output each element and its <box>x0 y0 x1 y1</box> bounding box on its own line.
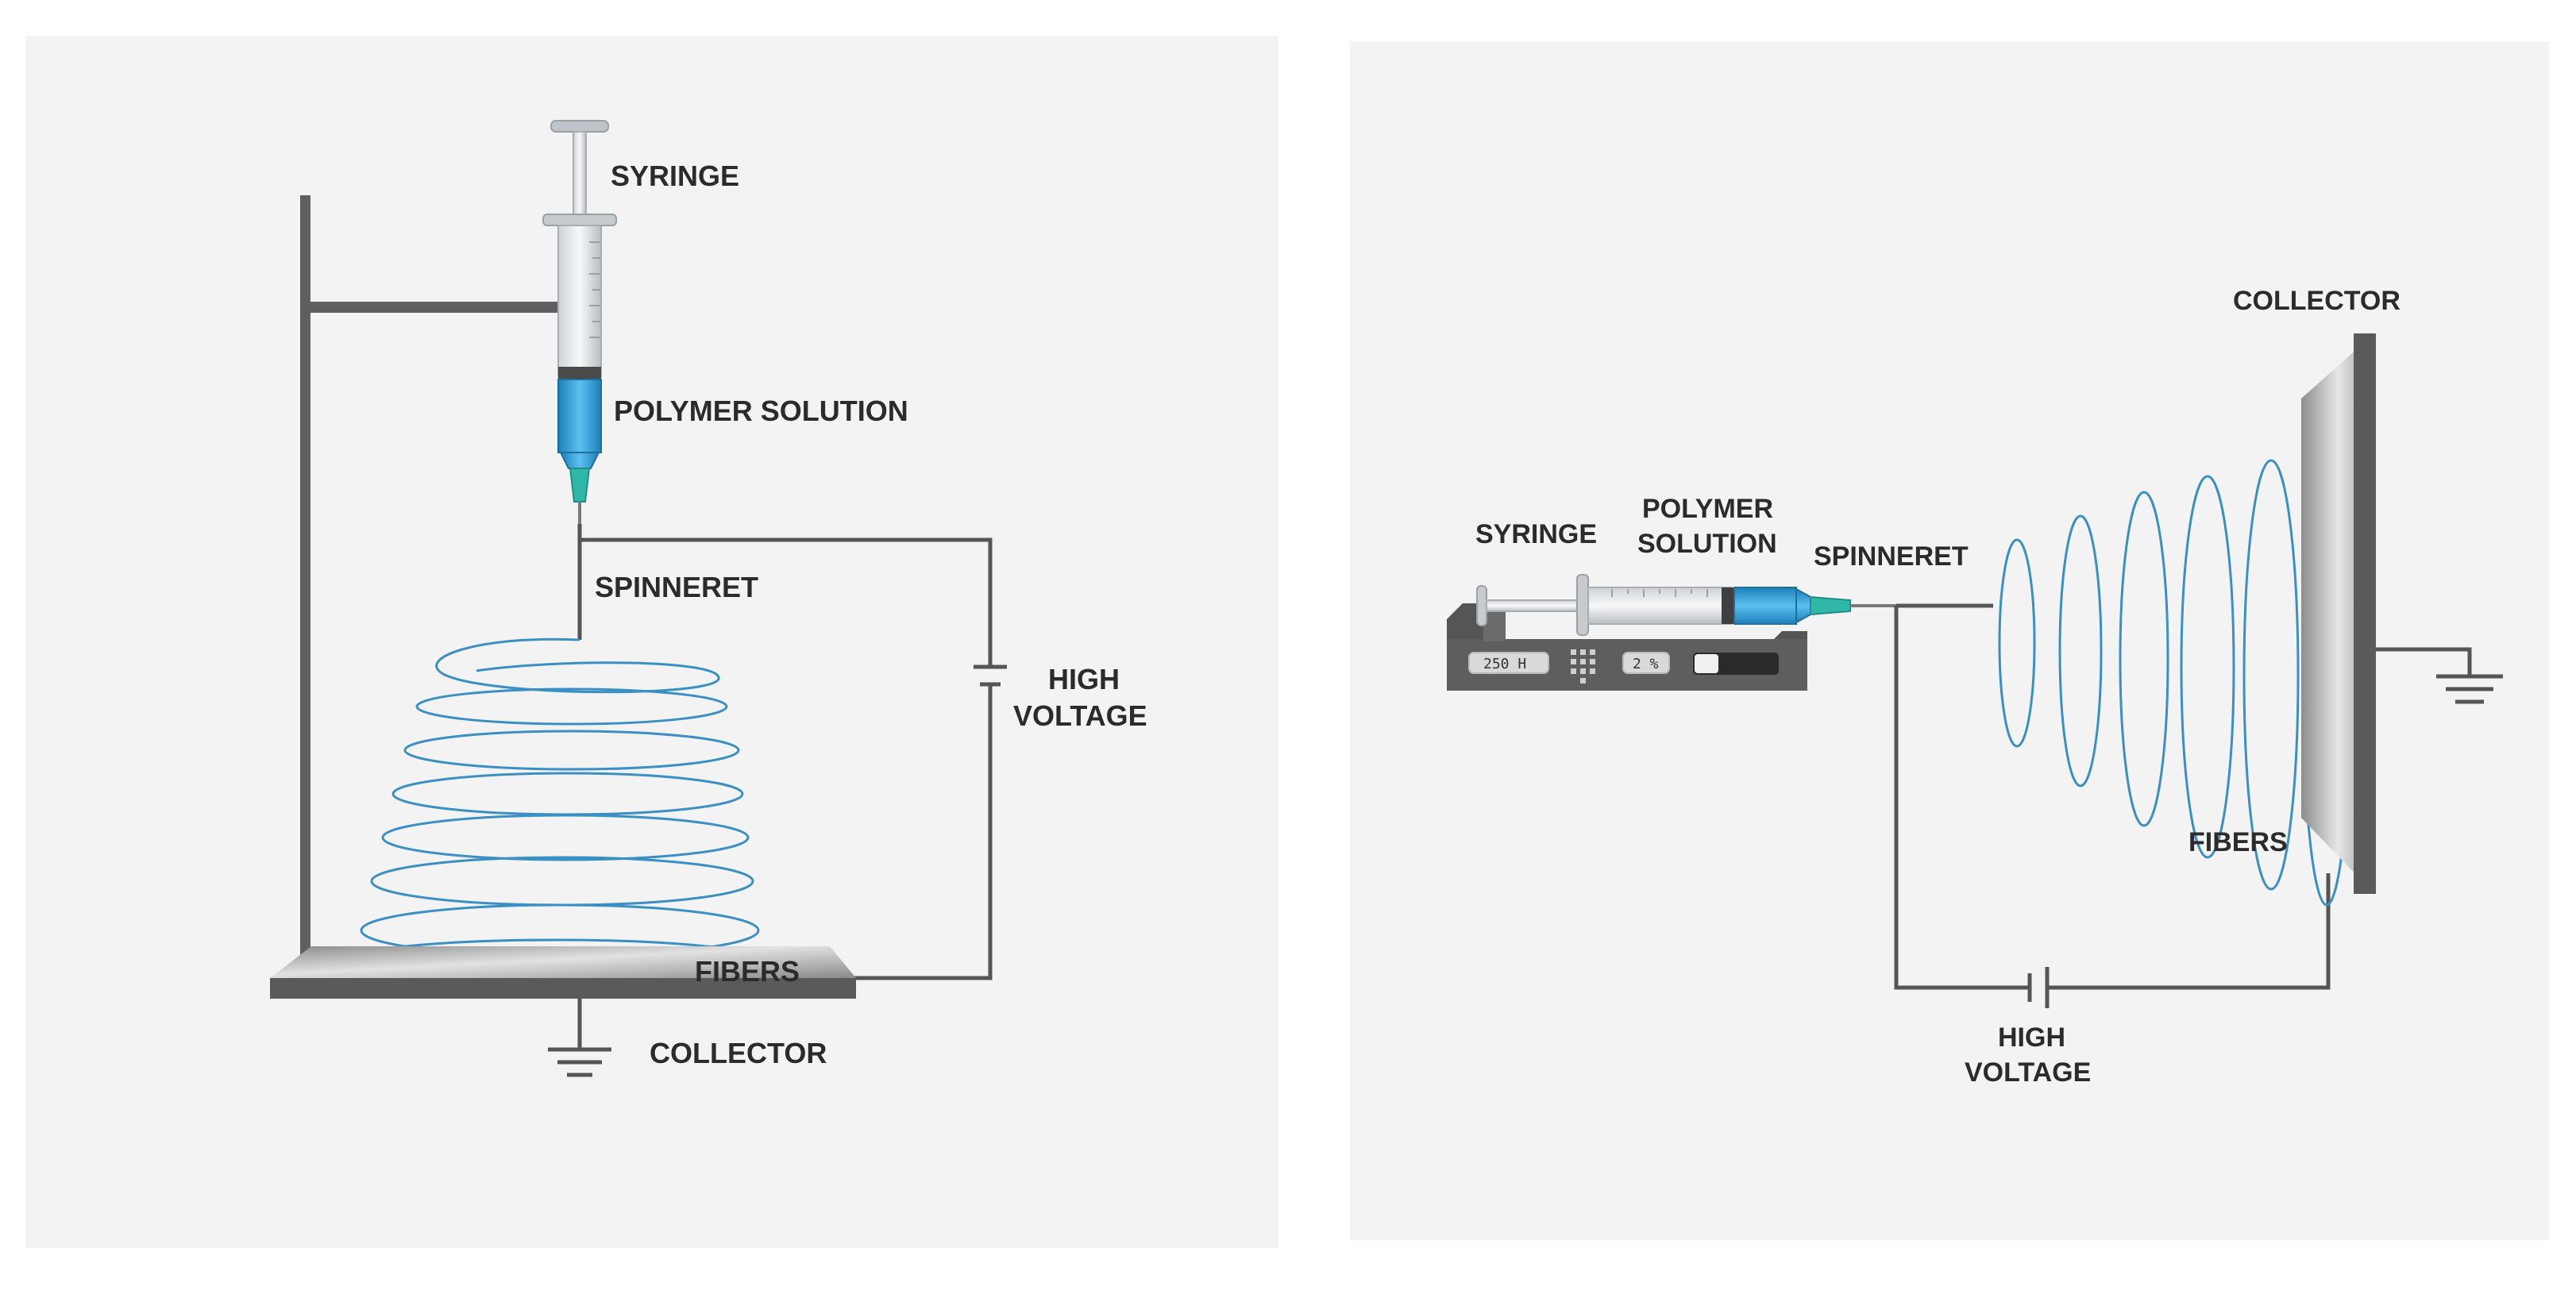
right-collector-plate <box>2301 333 2376 894</box>
left-label-fibers: FIBERS <box>695 955 800 988</box>
pump-display-1-text: 250 H <box>1483 656 1526 672</box>
right-label-spinneret: SPINNERET <box>1814 541 1969 572</box>
left-label-voltage: VOLTAGE <box>1013 699 1147 732</box>
right-voltage-source-icon <box>2027 967 2050 1008</box>
right-label-high: HIGH <box>1998 1022 2065 1053</box>
pump-display-1 <box>1468 652 1549 674</box>
left-syringe <box>542 120 617 524</box>
left-fiber-spiral <box>346 637 765 983</box>
right-label-solution: SOLUTION <box>1637 529 1777 559</box>
left-collector-plate <box>270 946 856 999</box>
right-ground-icon <box>2376 647 2503 704</box>
right-syringe <box>1476 574 1896 636</box>
pump-display-2-text: 2 % <box>1633 656 1659 672</box>
right-circuit <box>1894 603 2331 990</box>
right-label-fibers: FIBERS <box>2188 827 2288 857</box>
pump-display-2 <box>1622 652 1670 674</box>
right-label-polymer: POLYMER <box>1642 494 1773 524</box>
left-label-syringe: SYRINGE <box>611 160 739 192</box>
left-stand <box>300 195 602 975</box>
left-label-collector: COLLECTOR <box>650 1037 827 1069</box>
left-voltage-source-icon <box>974 664 1007 687</box>
right-fiber-loops <box>1998 451 2352 907</box>
right-label-syringe: SYRINGE <box>1475 519 1597 549</box>
left-ground-icon <box>548 999 611 1077</box>
right-label-voltage: VOLTAGE <box>1965 1057 2091 1088</box>
left-label-polymer-solution: POLYMER SOLUTION <box>614 395 908 427</box>
pump-keypad <box>1571 649 1595 684</box>
right-label-collector: COLLECTOR <box>2233 286 2401 316</box>
left-label-spinneret: SPINNERET <box>595 571 758 603</box>
left-label-high: HIGH <box>1048 663 1120 695</box>
left-panel <box>25 37 1278 1248</box>
